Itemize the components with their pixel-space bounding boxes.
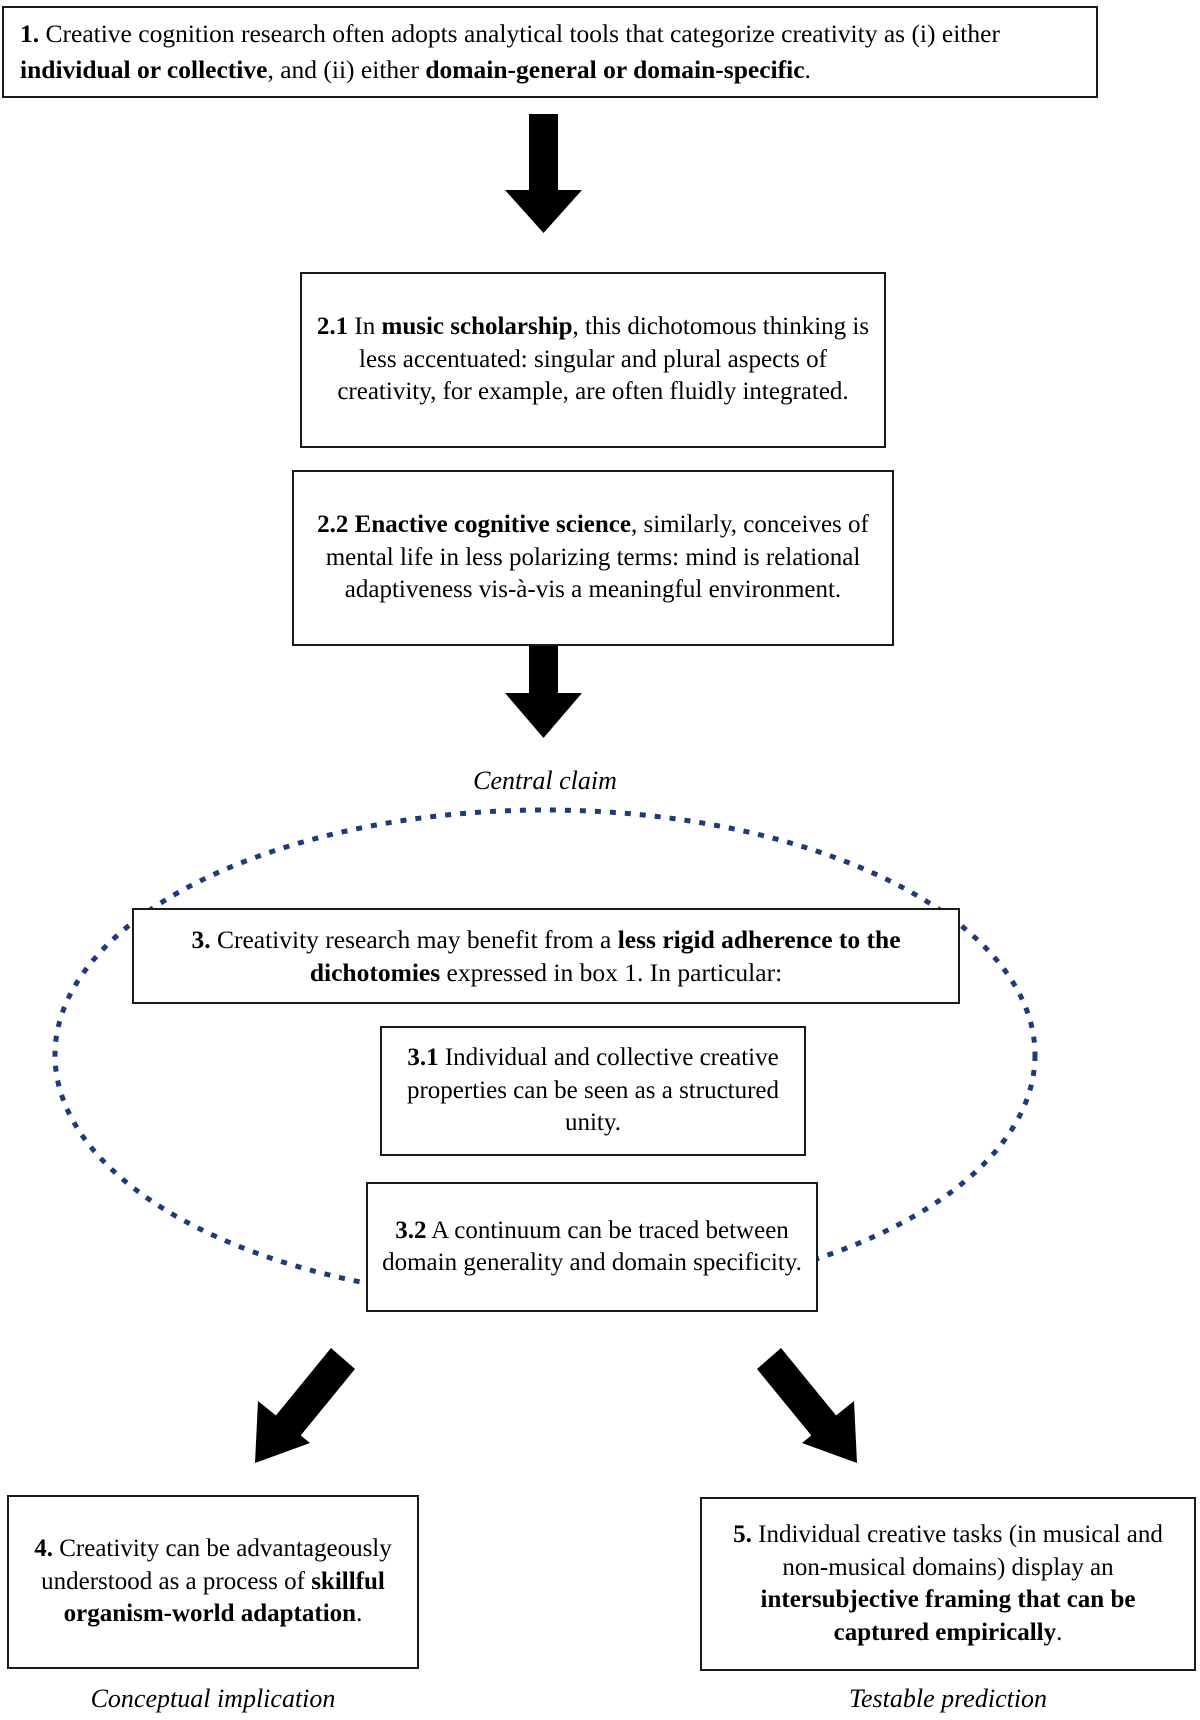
box-3-1-text: 3.1 Individual and collective creative p… <box>406 1044 780 1137</box>
box-1: 1. Creative cognition research often ado… <box>2 6 1098 98</box>
box-5: 5. Individual creative tasks (in musical… <box>700 1497 1196 1671</box>
testable-prediction-label: Testable prediction <box>848 1684 1048 1713</box>
box-2-2: 2.2 Enactive cognitive science, similarl… <box>292 470 894 646</box>
arrow-box1-to-box2 <box>505 114 582 233</box>
box-3-text: 3. Creativity research may benefit from … <box>191 924 901 987</box>
box-2-1-text: 2.1 In music scholarship, this dichotomo… <box>316 313 870 406</box>
box-1-text: 1. Creative cognition research often ado… <box>20 18 1000 84</box>
box-4-text: 4. Creativity can be advantageously unde… <box>34 1535 392 1628</box>
arrow-ellipse-to-box5 <box>757 1348 857 1463</box>
box-3-2: 3.2 A continuum can be traced between do… <box>366 1182 818 1312</box>
box-3-2-text: 3.2 A continuum can be traced between do… <box>382 1216 802 1277</box>
box-4: 4. Creativity can be advantageously unde… <box>7 1495 419 1669</box>
central-claim-label: Central claim <box>473 766 617 795</box>
box-3: 3. Creativity research may benefit from … <box>132 908 960 1004</box>
box-2-2-text: 2.2 Enactive cognitive science, similarl… <box>317 511 869 604</box>
box-2-1: 2.1 In music scholarship, this dichotomo… <box>300 272 886 448</box>
box-3-1: 3.1 Individual and collective creative p… <box>380 1026 806 1156</box>
arrow-ellipse-to-box4 <box>255 1348 355 1463</box>
conceptual-implication-label: Conceptual implication <box>90 1684 336 1713</box>
box-5-text: 5. Individual creative tasks (in musical… <box>733 1521 1163 1646</box>
